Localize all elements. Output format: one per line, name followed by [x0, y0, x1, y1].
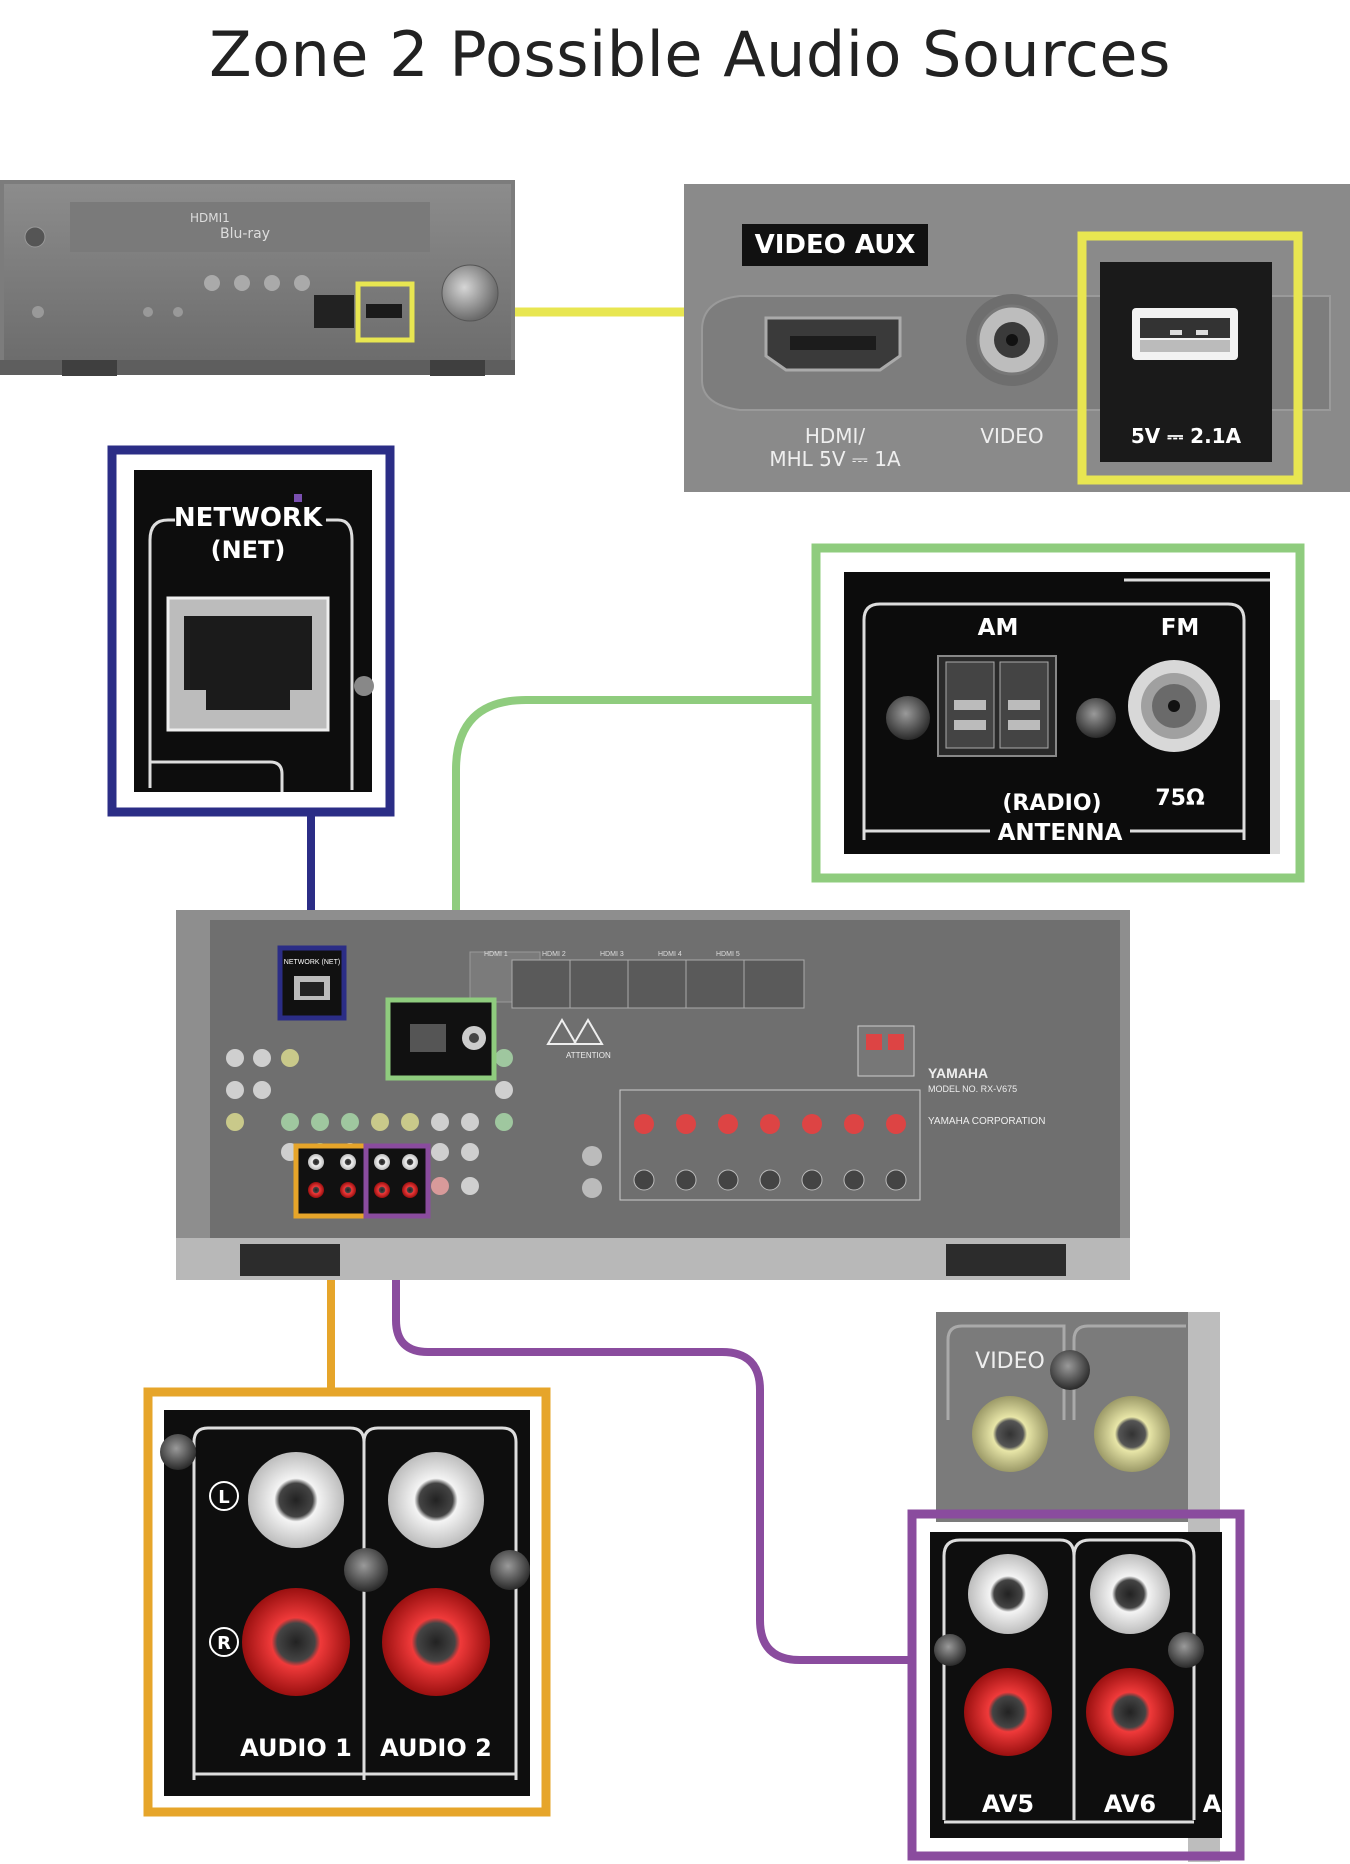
- av6-label: AV6: [1104, 1790, 1156, 1818]
- rear-hdmi-3[interactable]: [627, 959, 689, 1009]
- am-label: AM: [978, 615, 1019, 641]
- front-button-2[interactable]: [234, 275, 250, 291]
- hdmi-label-line2: MHL 5V ⎓ 1A: [769, 447, 901, 471]
- antenna-label: ANTENNA: [998, 820, 1123, 846]
- front-button-3[interactable]: [264, 275, 280, 291]
- av-video-label: VIDEO: [975, 1349, 1045, 1374]
- network-label: NETWORK: [174, 503, 323, 533]
- rear-network-label: NETWORK (NET): [284, 959, 340, 966]
- right-channel-mark: R: [217, 1633, 231, 1654]
- video-aux-panel: VIDEO AUX HDMI/ MHL 5V ⎓ 1A VIDEO 5V ⎓ 2…: [684, 184, 1350, 492]
- audio1-label: AUDIO 1: [240, 1734, 352, 1762]
- receiver-rear-panel: HDMI 1 HDMI 2 HDMI 3 HDMI 4 HDMI 5: [176, 910, 1130, 1280]
- rear-hdmi-1[interactable]: [511, 959, 573, 1009]
- hdmi-label-line1: HDMI/: [805, 424, 866, 448]
- rear-hdmi-2[interactable]: [569, 959, 631, 1009]
- radio-label: (RADIO): [1002, 791, 1101, 816]
- av5-right-jack[interactable]: [964, 1668, 1052, 1756]
- audio-highlight-small: [293, 1143, 369, 1219]
- av6-left-jack[interactable]: [1090, 1554, 1170, 1634]
- av5-video-jack[interactable]: [972, 1396, 1048, 1472]
- audio1-right-jack[interactable]: [242, 1588, 350, 1696]
- ohm-label: 75Ω: [1155, 786, 1205, 811]
- av6-video-jack[interactable]: [1094, 1396, 1170, 1472]
- rear-hdmi-label-2: HDMI 2: [542, 951, 566, 958]
- rear-hdmi-label-1: HDMI 1: [484, 951, 508, 958]
- av-highlight-box: [907, 1509, 1245, 1861]
- diagram-title: Zone 2 Possible Audio Sources: [209, 18, 1171, 91]
- front-button-1[interactable]: [204, 275, 220, 291]
- av-highlight-small: [363, 1143, 431, 1219]
- audio2-right-jack[interactable]: [382, 1588, 490, 1696]
- antenna-highlight-box: [811, 543, 1305, 883]
- receiver-front-panel: HDMI1 Blu-ray: [0, 180, 515, 376]
- av6-right-jack[interactable]: [1086, 1668, 1174, 1756]
- power-button[interactable]: [24, 226, 46, 248]
- volume-knob[interactable]: [441, 264, 499, 322]
- av5-label: AV5: [982, 1790, 1034, 1818]
- usb-label: 5V ⎓ 2.1A: [1131, 424, 1242, 448]
- av-connector-line: [392, 1212, 912, 1664]
- rear-attention-label: ATTENTION: [566, 1051, 611, 1060]
- usb-highlight-box: [1077, 231, 1303, 485]
- rear-hdmi-label-5: HDMI 5: [716, 951, 740, 958]
- rear-hdmi-5[interactable]: [743, 959, 805, 1009]
- audio1-left-jack[interactable]: [248, 1452, 344, 1548]
- audio2-left-jack[interactable]: [388, 1452, 484, 1548]
- rear-hdmi-label-3: HDMI 3: [600, 951, 624, 958]
- network-highlight-box: [107, 445, 395, 817]
- video-aux-label: VIDEO AUX: [755, 230, 916, 260]
- front-button-4[interactable]: [294, 275, 310, 291]
- fm-label: FM: [1161, 615, 1200, 641]
- usb-highlight-small: [355, 281, 415, 343]
- network-sub-label: (NET): [211, 536, 286, 564]
- front-display-source: Blu-ray: [220, 226, 270, 242]
- rear-brand: YAMAHA: [928, 1065, 988, 1081]
- audio-highlight-box: [143, 1387, 551, 1817]
- av5-left-jack[interactable]: [968, 1554, 1048, 1634]
- video-label: VIDEO: [980, 424, 1043, 448]
- audio2-label: AUDIO 2: [380, 1734, 492, 1762]
- left-channel-mark: L: [218, 1487, 229, 1508]
- network-panel: NETWORK (NET): [107, 445, 395, 817]
- rear-hdmi-4[interactable]: [685, 959, 747, 1009]
- rear-corporation: YAMAHA CORPORATION: [928, 1116, 1045, 1127]
- antenna-panel: AM FM (RADIO) 75Ω ANTENNA: [811, 543, 1305, 883]
- av-panel: VIDEO AV5 AV6 A: [907, 1312, 1245, 1862]
- front-display-input: HDMI1: [190, 211, 230, 225]
- antenna-connector-line: [452, 696, 815, 1000]
- rear-hdmi-label-4: HDMI 4: [658, 951, 682, 958]
- av-edge-label: A: [1203, 1790, 1222, 1818]
- rear-model: MODEL NO. RX-V675: [928, 1084, 1017, 1094]
- audio-panel: L R AUDIO 1 AUDIO 2: [143, 1387, 551, 1817]
